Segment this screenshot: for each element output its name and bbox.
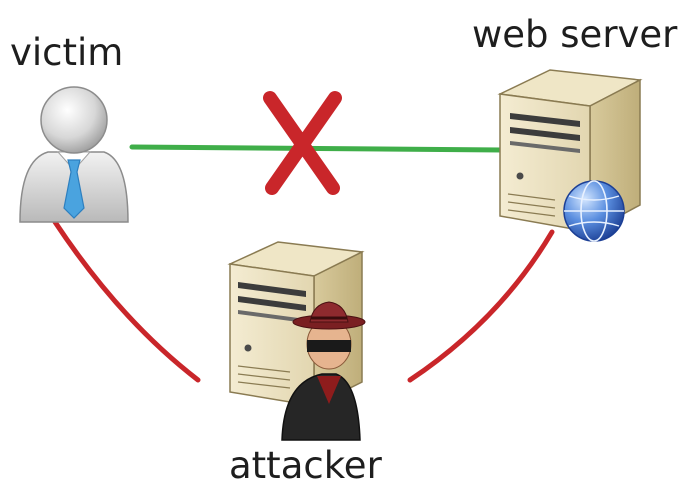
- web-server-label: web server: [472, 13, 678, 56]
- attacker-server-link: [407, 229, 555, 383]
- server-globe-icon: [497, 69, 643, 242]
- server-spy-icon: [227, 241, 366, 441]
- victim-attacker-link: [52, 219, 201, 383]
- victim-server-link: [129, 144, 505, 153]
- attacker-label: attacker: [229, 444, 382, 487]
- blocked-x-icon: [263, 91, 342, 195]
- victim-label: victim: [10, 31, 124, 74]
- user-icon: [19, 86, 129, 223]
